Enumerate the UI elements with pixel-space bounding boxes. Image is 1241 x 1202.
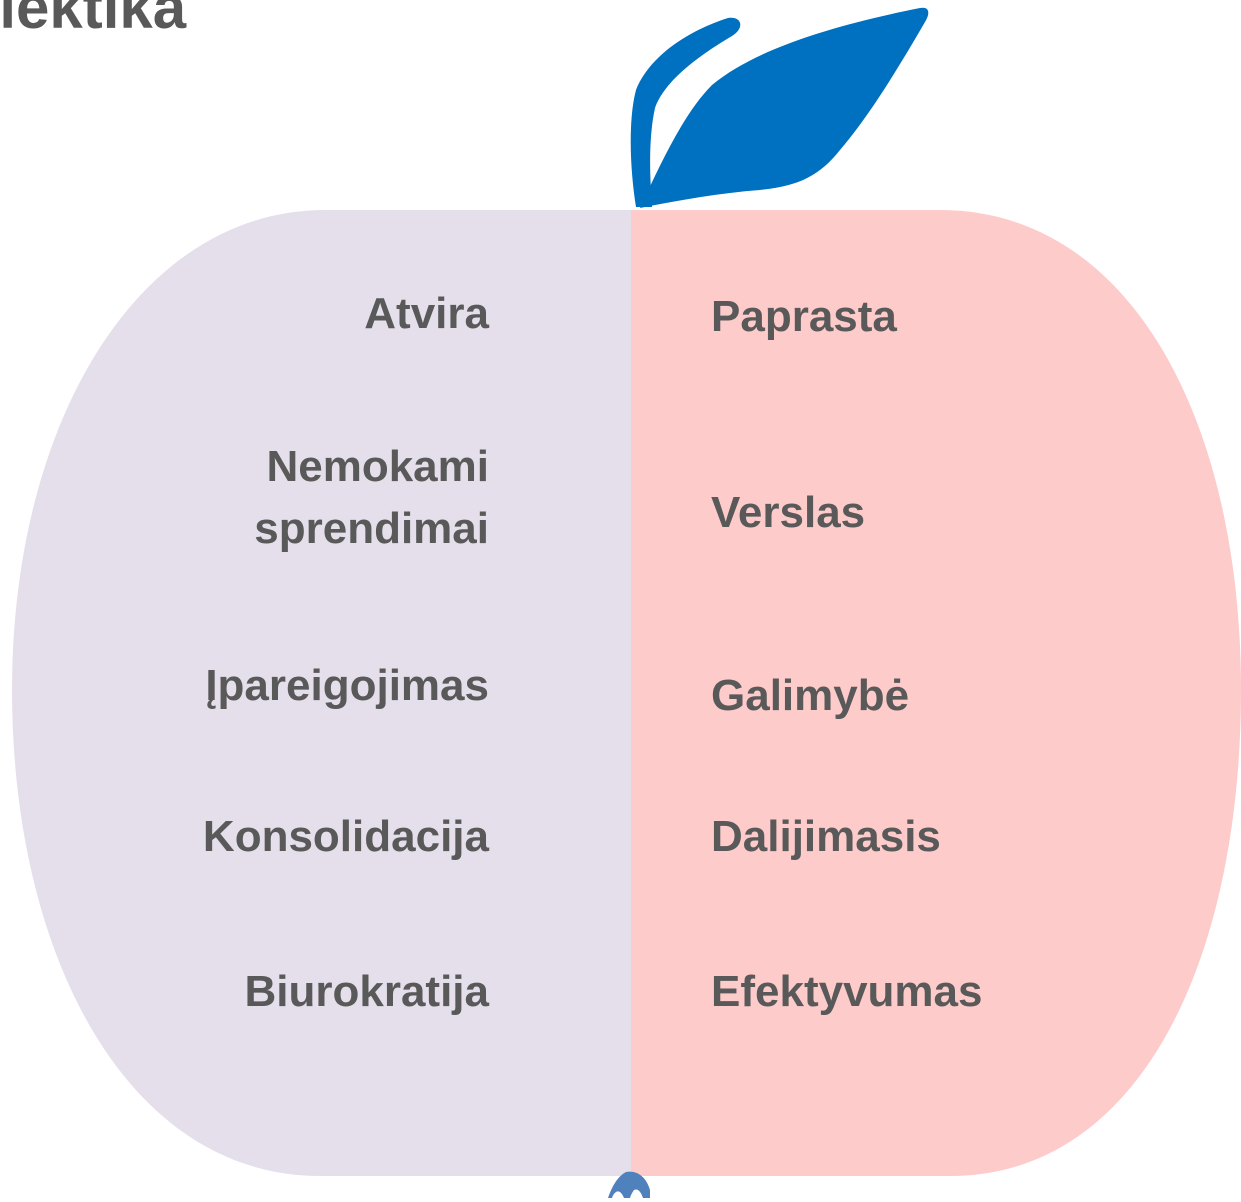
left-item-free-solutions: Nemokami sprendimai	[254, 442, 489, 553]
left-item-bureaucracy: Biurokratija	[244, 967, 489, 1016]
right-item-sharing: Dalijimasis	[711, 812, 941, 861]
apple-right-half	[631, 210, 1241, 1176]
left-item-open: Atvira	[364, 289, 489, 338]
left-item-consolidation: Konsolidacija	[202, 812, 489, 861]
apple-left-half	[12, 210, 631, 1176]
right-item-simple: Paprasta	[711, 292, 897, 341]
right-item-business: Verslas	[711, 488, 866, 537]
left-item-obligation: Įpareigojimas	[205, 661, 489, 710]
right-item-opportunity: Galimybė	[711, 671, 910, 720]
page-title: alektika	[0, 0, 187, 41]
apple-bottom-icon	[608, 1171, 650, 1198]
right-item-efficiency: Efektyvumas	[711, 967, 983, 1016]
apple-stem-icon	[630, 17, 741, 207]
apple-leaf-icon	[640, 7, 929, 209]
